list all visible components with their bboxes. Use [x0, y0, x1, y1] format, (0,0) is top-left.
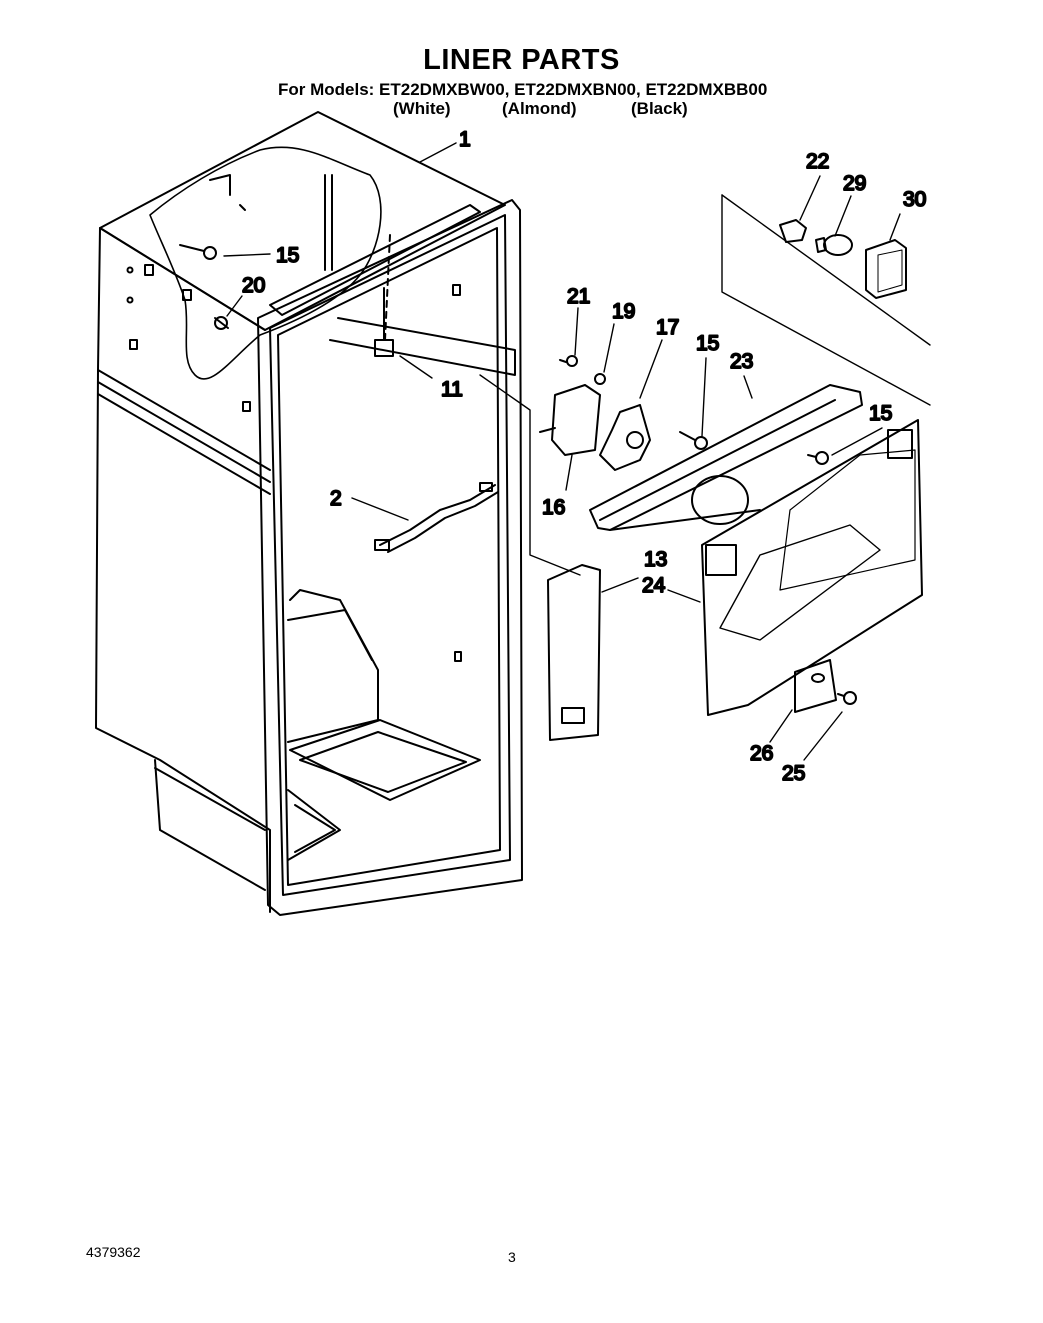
- part-20: [214, 316, 229, 330]
- part-2-wire-harness: [374, 482, 499, 553]
- part-30-cover: [865, 239, 907, 299]
- part-25-screw: [837, 691, 857, 705]
- callout-29: 29: [843, 172, 866, 195]
- part-26-plate: [794, 659, 837, 713]
- screw-15-top: [179, 244, 217, 260]
- document-number: 4379362: [86, 1244, 141, 1260]
- callout-17: 17: [656, 316, 679, 339]
- part-17-fan-blade: [599, 404, 651, 471]
- callout-15-right: 15: [869, 402, 892, 425]
- callout-25: 25: [782, 762, 805, 785]
- part-13-panel: [547, 564, 601, 741]
- part-24-rear-panel: [701, 419, 923, 716]
- callout-21: 21: [567, 285, 590, 308]
- callout-2: 2: [330, 487, 342, 510]
- color-black: (Black): [631, 99, 688, 118]
- callout-16: 16: [542, 496, 565, 519]
- leader-lines: [223, 142, 901, 761]
- part-16-motor: [539, 384, 601, 456]
- callout-11: 11: [441, 378, 463, 401]
- part-22-socket: [779, 219, 807, 243]
- callout-13: 13: [644, 548, 667, 571]
- page-number: 3: [508, 1249, 516, 1265]
- page-title: LINER PARTS: [423, 44, 620, 76]
- callout-20: 20: [242, 274, 265, 297]
- color-almond: (Almond): [502, 99, 577, 118]
- callout-15-mid: 15: [696, 332, 719, 355]
- callout-1: 1: [459, 128, 471, 151]
- callout-26: 26: [750, 742, 773, 765]
- part-23-duct-bracket: [589, 384, 863, 531]
- callout-24: 24: [642, 574, 666, 597]
- color-white: (White): [393, 99, 451, 118]
- callout-15-top: 15: [276, 244, 299, 267]
- screw-15-right: [807, 451, 829, 465]
- callout-23: 23: [730, 350, 753, 373]
- part-21-screw: [559, 355, 578, 367]
- callout-22: 22: [806, 150, 829, 173]
- part-29-bulb: [815, 234, 853, 256]
- liner-cabinet: [95, 111, 581, 916]
- screw-15-mid: [679, 431, 708, 450]
- callout-30: 30: [903, 188, 926, 211]
- part-19-grommet: [594, 373, 606, 385]
- callout-19: 19: [612, 300, 635, 323]
- models-line: For Models: ET22DMXBW00, ET22DMXBN00, ET…: [278, 80, 768, 99]
- part-11-connector: [374, 287, 394, 357]
